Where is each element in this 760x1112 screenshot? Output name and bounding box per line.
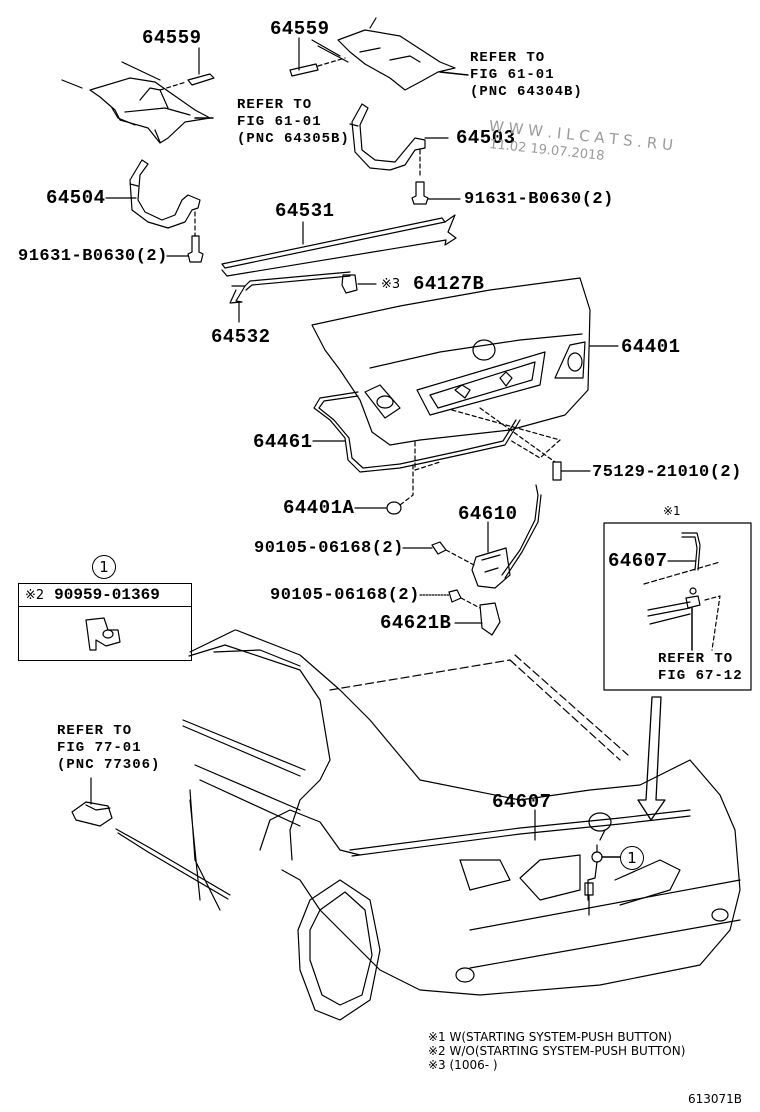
part-label-64503[interactable]: 64503: [456, 127, 516, 149]
footnote-3: ※3 (1006- ): [428, 1058, 498, 1072]
part-label-91631-b0630-left[interactable]: 91631-B0630(2): [18, 247, 168, 266]
car-body-drawing: [182, 629, 741, 1021]
reference-line: REFER TO: [57, 723, 133, 739]
torsion-bar-64532-drawing: [229, 271, 351, 323]
reference-line: (PNC 77306): [57, 757, 161, 773]
lock-64610-drawing: [402, 484, 542, 589]
hinge-64503-drawing: [349, 103, 461, 205]
legend-part-number[interactable]: 90959-01369: [54, 586, 160, 604]
part-label-90105-06168-lock[interactable]: 90105-06168(2): [254, 539, 404, 558]
legend-callout-circle: 1: [92, 555, 116, 579]
bolt-64559-left-drawing: [159, 47, 215, 91]
mount-dashed-lines: [399, 407, 561, 506]
part-label-64607[interactable]: 64607: [492, 791, 552, 813]
cushion-75129-drawing: [552, 461, 591, 481]
part-label-91631-b0630-right[interactable]: 91631-B0630(2): [464, 190, 614, 209]
hinge-bracket-left-drawing: [61, 61, 214, 144]
reference-fig-61-01-pnc-64304b[interactable]: REFER TO FIG 61-01 (PNC 64304B): [470, 50, 583, 101]
opener-drawing: [71, 777, 231, 900]
reference-line: FIG 61-01: [237, 114, 322, 130]
inset-arrow: [637, 696, 666, 821]
part-label-64607-inset[interactable]: 64607: [608, 550, 668, 572]
reference-line: (PNC 64304B): [470, 84, 583, 100]
footnote-1: ※1 W(STARTING SYSTEM-PUSH BUTTON): [428, 1030, 672, 1044]
legend-part-icon: [85, 617, 121, 651]
legend-box: ※2 90959-01369: [18, 583, 192, 661]
reference-line: FIG 61-01: [470, 67, 555, 83]
part-label-64127b[interactable]: 64127B: [413, 273, 485, 295]
striker-64621b-drawing: [419, 589, 501, 636]
inset-detail-drawing: [603, 522, 752, 691]
part-label-64504[interactable]: 64504: [46, 187, 106, 209]
bracket-64127b-drawing: [341, 274, 377, 294]
part-label-64559-right[interactable]: 64559: [270, 18, 330, 40]
legend-header: ※2 90959-01369: [19, 584, 191, 607]
hinge-bracket-right-drawing: [311, 17, 469, 91]
part-label-64461[interactable]: 64461: [253, 431, 313, 453]
part-label-64531[interactable]: 64531: [275, 200, 335, 222]
part-label-64610[interactable]: 64610: [458, 503, 518, 525]
part-label-64559-left[interactable]: 64559: [142, 27, 202, 49]
reference-line: REFER TO: [470, 50, 546, 66]
torsion-bar-64531-drawing: [221, 214, 457, 277]
weatherstrip-64461-drawing: [312, 391, 521, 473]
part-label-64401a[interactable]: 64401A: [283, 497, 355, 519]
inset-note-mark-1: ※1: [663, 504, 681, 518]
bumper-stop-64401a-drawing: [354, 501, 402, 515]
reference-line: REFER TO: [237, 97, 313, 113]
reference-fig-67-12[interactable]: REFER TO FIG 67-12: [658, 651, 743, 685]
reference-line: FIG 77-01: [57, 740, 142, 756]
part-label-64532[interactable]: 64532: [211, 326, 271, 348]
reference-line: REFER TO: [658, 651, 734, 667]
reference-line: (PNC 64305B): [237, 131, 350, 147]
figure-id: 613071B: [688, 1092, 743, 1106]
footnote-2: ※2 W/O(STARTING SYSTEM-PUSH BUTTON): [428, 1044, 686, 1058]
part-label-64401[interactable]: 64401: [621, 336, 681, 358]
note-mark-3: ※3: [381, 277, 401, 292]
part-label-64621b[interactable]: 64621B: [380, 612, 452, 634]
bolt-64559-right-drawing: [289, 37, 346, 77]
reference-fig-61-01-pnc-64305b[interactable]: REFER TO FIG 61-01 (PNC 64305B): [237, 97, 350, 148]
part-label-75129-21010[interactable]: 75129-21010(2): [592, 463, 742, 482]
reference-fig-77-01-pnc-77306[interactable]: REFER TO FIG 77-01 (PNC 77306): [57, 723, 160, 774]
trunk-lid-64401-drawing: [311, 277, 619, 446]
car-callout-circle: 1: [620, 846, 644, 870]
legend-note-mark: ※2: [25, 587, 45, 603]
part-label-90105-06168-striker[interactable]: 90105-06168(2): [270, 586, 420, 605]
reference-line: FIG 67-12: [658, 668, 743, 684]
hinge-64504-drawing: [105, 159, 204, 263]
